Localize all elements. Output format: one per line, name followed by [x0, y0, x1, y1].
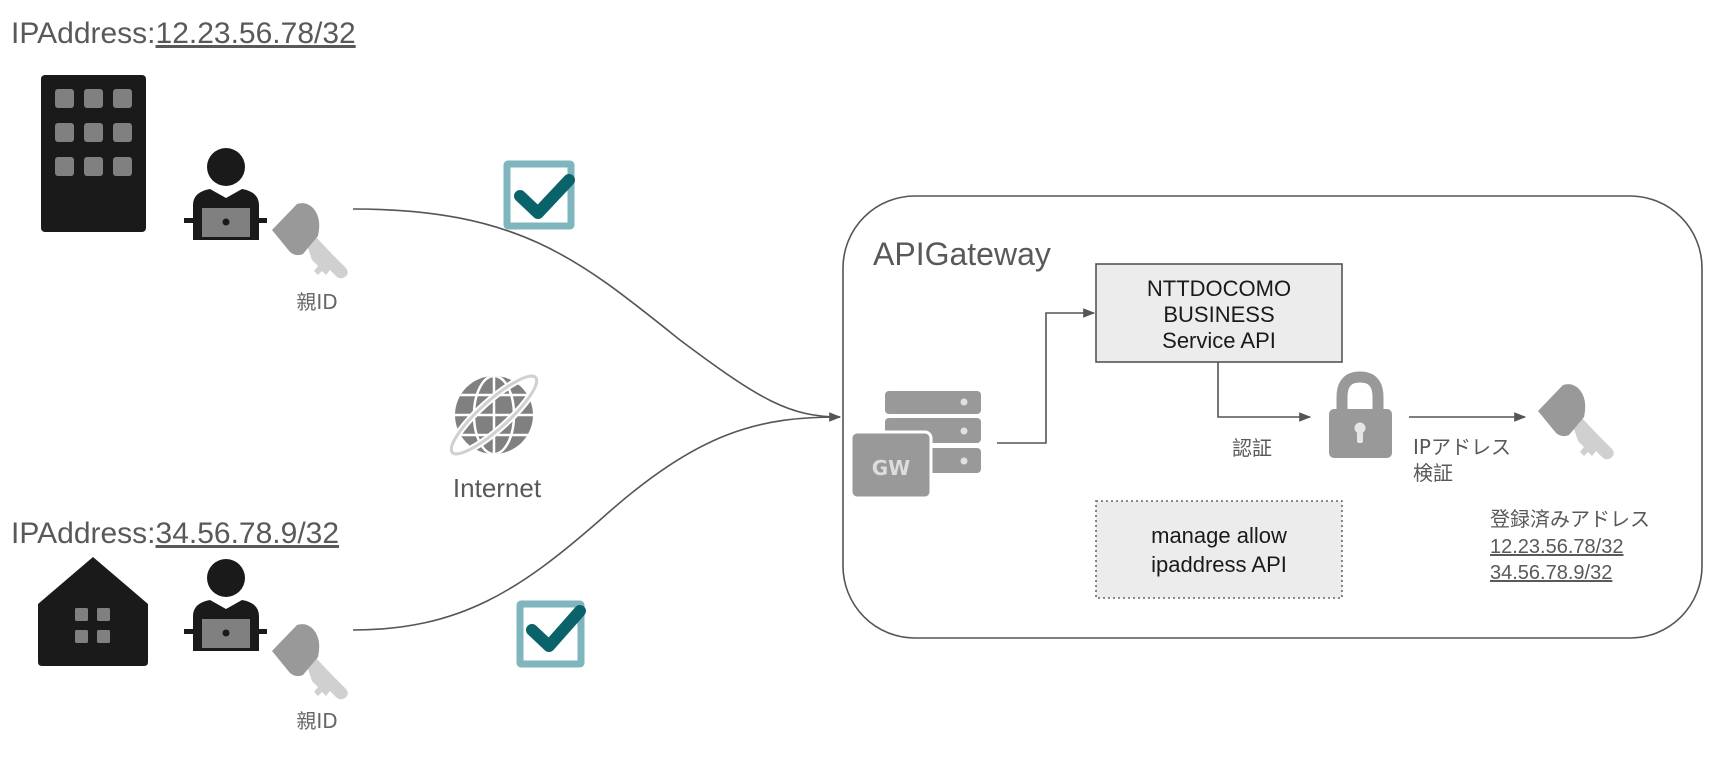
parent-id-label-2: 親ID — [296, 709, 337, 733]
gateway-server-icon: GW — [849, 391, 981, 500]
globe-icon — [447, 372, 541, 458]
api-gateway-title: APIGateway — [873, 236, 1051, 272]
service-api-line-2: BUSINESS — [1163, 302, 1274, 327]
manage-api-line-2: ipaddress API — [1151, 552, 1287, 577]
key-icon — [272, 203, 348, 279]
registered-address-1: 12.23.56.78/32 — [1490, 536, 1623, 558]
connection-line-office — [352, 208, 842, 422]
user-laptop-icon — [184, 148, 267, 240]
service-api-line-3: Service API — [1162, 328, 1276, 353]
verified-checkbox-icon-1 — [503, 160, 575, 230]
client-home: IPAddress:34.56.78.9/32 親ID — [11, 517, 348, 733]
ip-address-label-1: IPAddress:12.23.56.78/32 — [11, 17, 356, 50]
gw-icon-label: GW — [872, 456, 910, 480]
verified-checkbox-icon-2 — [516, 600, 586, 668]
ip-address-value-1: 12.23.56.78/32 — [156, 17, 356, 50]
registered-addresses-title: 登録済みアドレス — [1490, 507, 1650, 531]
auth-label: 認証 — [1232, 436, 1272, 460]
registered-key-icon — [1538, 384, 1614, 460]
user-laptop-icon — [184, 559, 267, 651]
service-api-box[interactable]: NTTDOCOMO BUSINESS Service API — [1095, 263, 1343, 363]
manage-api-line-1: manage allow — [1151, 523, 1287, 548]
client-office: IPAddress:12.23.56.78/32 親ID — [11, 17, 356, 314]
home-icon — [38, 557, 148, 666]
registered-address-2: 34.56.78.9/32 — [1490, 562, 1612, 584]
ip-address-label-2: IPAddress:34.56.78.9/32 — [11, 517, 339, 550]
manage-allow-ip-api-box[interactable]: manage allow ipaddress API — [1095, 500, 1343, 599]
api-gateway-container — [842, 195, 1703, 639]
gw-to-service-arrow — [997, 308, 1096, 444]
internet-label: Internet — [453, 473, 542, 503]
ip-address-value-2: 34.56.78.9/32 — [156, 517, 340, 550]
office-building-icon — [41, 75, 146, 232]
connection-line-home — [352, 416, 841, 631]
lock-icon — [1329, 371, 1392, 458]
parent-id-label-1: 親ID — [296, 290, 337, 314]
ip-check-label-line-1: IPアドレス — [1413, 435, 1511, 459]
auth-arrow — [1217, 362, 1312, 422]
key-icon — [272, 624, 348, 700]
ip-check-label-line-2: 検証 — [1413, 461, 1453, 485]
service-api-line-1: NTTDOCOMO — [1147, 276, 1291, 301]
